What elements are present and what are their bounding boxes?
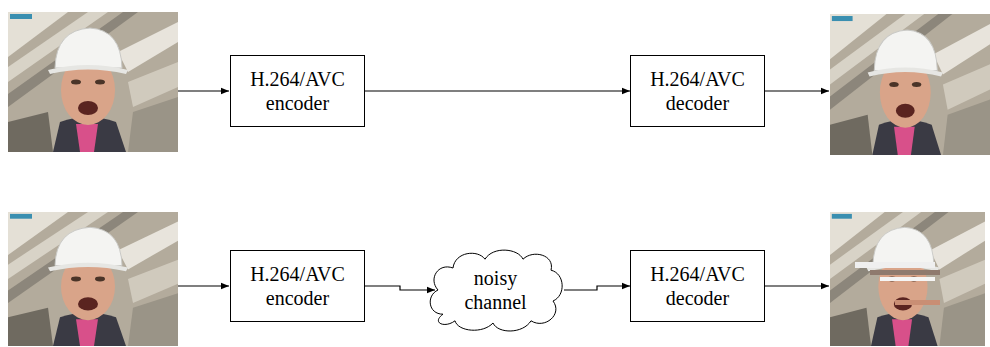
flow-arrow xyxy=(365,90,630,91)
codec-box: H.264/AVC encoder xyxy=(230,55,365,127)
flow-arrow xyxy=(365,286,435,290)
input-arrow xyxy=(178,285,229,286)
input-arrow xyxy=(178,90,229,91)
cloud-outline xyxy=(430,250,562,331)
artifact-streak xyxy=(895,300,940,305)
flow-arrow xyxy=(564,286,630,290)
input-frame-image xyxy=(8,212,178,346)
artifact-streak xyxy=(880,277,935,281)
output-arrow xyxy=(765,285,829,286)
corrupted-frame-image xyxy=(830,212,985,346)
corruption-artifacts xyxy=(855,262,940,305)
input-frame-image xyxy=(8,12,178,152)
codec-box: H.264/AVC decoder xyxy=(630,55,765,127)
codec-box: H.264/AVC encoder xyxy=(230,250,365,322)
node-label: H.264/AVC encoder xyxy=(238,262,357,310)
node-label: noisy channel xyxy=(451,266,541,314)
artifact-streak xyxy=(855,262,935,268)
output-frame-image xyxy=(830,14,990,155)
node-label: H.264/AVC decoder xyxy=(638,67,757,115)
node-label: H.264/AVC encoder xyxy=(238,67,357,115)
channel-cloud: noisy channel xyxy=(423,246,568,334)
output-arrow xyxy=(765,90,829,91)
node-label: H.264/AVC decoder xyxy=(638,262,757,310)
codec-box: H.264/AVC decoder xyxy=(630,250,765,322)
cloud-shape xyxy=(423,246,568,334)
artifact-streak xyxy=(870,270,940,275)
